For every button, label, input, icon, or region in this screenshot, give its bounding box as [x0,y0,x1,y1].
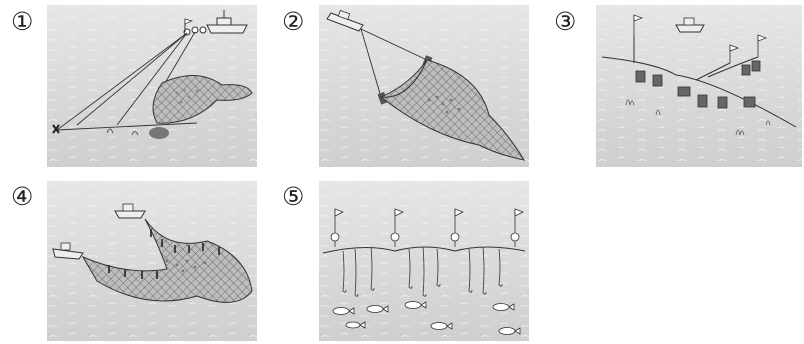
panel-4-illustration [47,181,257,341]
panel-3-illustration [596,5,802,167]
panel-1-illustration [47,5,257,167]
panel-5-label: ⑤ [282,184,304,209]
panel-5-illustration [319,181,529,341]
panel-3-label: ③ [554,9,576,34]
panel-1-label: ① [11,9,33,34]
panel-2-illustration [319,5,529,167]
panel-4-label: ④ [11,184,33,209]
panel-2-label: ② [282,9,304,34]
